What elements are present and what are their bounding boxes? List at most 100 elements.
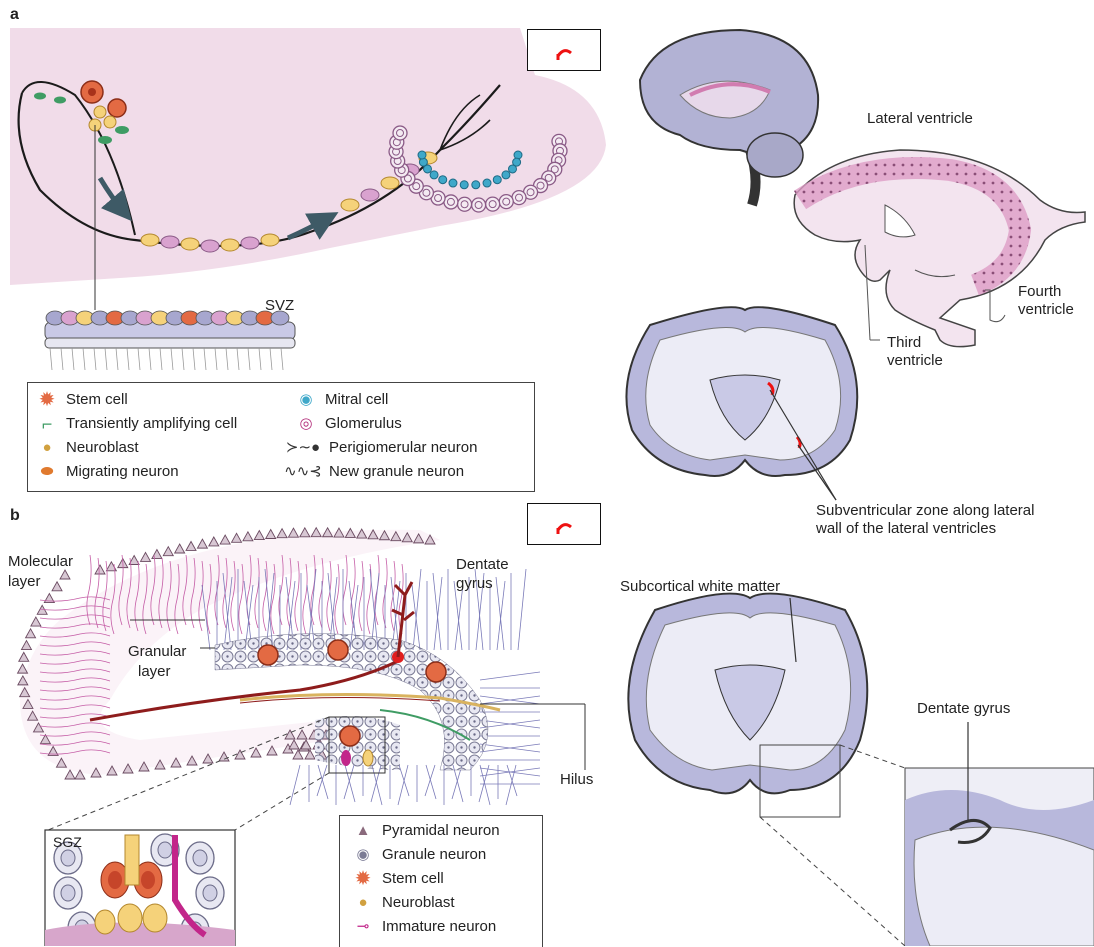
legend-amplifying-cell: ⌐Transiently amplifying cell [34, 415, 237, 433]
glomerulus [512, 191, 526, 205]
dentate-gyrus-diagram [18, 528, 585, 830]
pyramidal-neuron [152, 550, 162, 559]
mitral-cell [449, 179, 457, 187]
glomerulus [458, 197, 472, 211]
neuroblast-icon: ● [350, 894, 376, 912]
pyramidal-neuron [95, 565, 105, 574]
pyramidal-neuron [52, 582, 62, 591]
svz-label: SVZ [265, 297, 294, 314]
pyramidal-neuron [19, 652, 29, 661]
mitral-cell-icon: ◉ [293, 391, 319, 409]
fourth-ventricle-label-1: Fourth [1018, 283, 1061, 300]
legend-new-granule-neuron: ∿∿⊰New granule neuron [283, 463, 464, 481]
hilus-label: Hilus [560, 771, 593, 788]
legend-granule-neuron: ◉Granule neuron [350, 846, 486, 864]
glomerulus [499, 195, 513, 209]
pyramidal-neuron [232, 533, 242, 542]
red-arc-icon [528, 30, 600, 70]
panel-a-legend: ✹Stem cell ⌐Transiently amplifying cell … [27, 382, 535, 492]
subcortical-white-matter-label: Subcortical white matter [620, 578, 780, 595]
granule-neuron-icon: ∿∿⊰ [283, 463, 323, 481]
panel-a-letter: a [10, 6, 19, 24]
mitral-cell [439, 176, 447, 184]
legend-immature-neuron: ⊸Immature neuron [350, 918, 496, 936]
pyramidal-neuron [243, 532, 253, 541]
mitral-cell [509, 165, 517, 173]
legend-stem-cell-b: ✹Stem cell [350, 870, 444, 888]
mitral-cell [419, 158, 427, 166]
legend-stem-cell: ✹Stem cell [34, 391, 128, 409]
pyramidal-neuron [277, 529, 287, 538]
pyramidal-neuron [266, 530, 276, 539]
pyramidal-neuron [163, 547, 173, 556]
legend-migrating-neuron: ⬬Migrating neuron [34, 463, 179, 481]
immature-neuron-icon: ⊸ [350, 918, 376, 936]
dentate-gyrus-label-2: gyrus [456, 575, 493, 592]
granule-neuron [196, 877, 224, 909]
migrating-neuron-icon: ⬬ [34, 463, 60, 481]
legend-pyramidal-neuron: ▲Pyramidal neuron [350, 822, 500, 840]
pyramidal-neuron [311, 528, 321, 537]
pyramidal-neuron [18, 664, 28, 673]
red-arc-icon [528, 504, 600, 544]
pyramidal-neuron [186, 541, 196, 550]
pyramidal-neuron [254, 531, 264, 540]
legend-glomerulus: ◎Glomerulus [293, 415, 402, 433]
pyramidal-neuron-icon: ▲ [350, 822, 376, 840]
glomerulus [486, 197, 500, 211]
granular-layer-dendrites [202, 569, 540, 805]
granular-layer-label-2: layer [138, 663, 171, 680]
granule-neuron [54, 877, 82, 909]
coronal-section-bottom [628, 594, 905, 946]
molecular-layer-label-2: layer [8, 573, 41, 590]
molecular-layer-label-1: Molecular [8, 553, 73, 570]
dentate-gyrus-label-1: Dentate [456, 556, 509, 573]
pyramidal-neuron [175, 544, 185, 553]
mitral-cell [472, 181, 480, 189]
red-mark-badge [527, 29, 601, 71]
pyramidal-neuron [31, 617, 41, 626]
pyramidal-neuron [300, 528, 310, 537]
svz-caption-line-1: Subventricular zone along lateral [816, 502, 1034, 519]
mitral-cell [483, 179, 491, 187]
sagittal-brain [640, 30, 818, 205]
mitral-cell [460, 181, 468, 189]
pyramidal-neuron [209, 537, 219, 546]
mitral-cell [430, 171, 438, 179]
pyramidal-neuron [60, 570, 70, 579]
glomerulus [393, 126, 407, 140]
granule-neuron-icon: ◉ [350, 846, 376, 864]
amplifying-cell-icon: ⌐ [34, 415, 60, 433]
dentate-gyrus-right-label: Dentate gyrus [917, 700, 1010, 717]
dentate-gyrus-zoom [905, 722, 1094, 946]
lateral-ventricle-label: Lateral ventricle [867, 110, 973, 127]
mitral-cell [514, 151, 522, 159]
mitral-cell [418, 151, 426, 159]
mitral-cell [502, 171, 510, 179]
third-ventricle-label-2: ventricle [887, 352, 943, 369]
svz-caption-line-2: wall of the lateral ventricles [816, 520, 996, 537]
legend-periglomerular-neuron: ≻∼●Perigiomerular neuron [283, 439, 477, 457]
glomerulus [444, 195, 458, 209]
granular-layer-label-1: Granular [128, 643, 186, 660]
coronal-section-top [626, 307, 857, 500]
pyramidal-neuron [288, 528, 298, 537]
legend-mitral-cell: ◉Mitral cell [293, 391, 388, 409]
fourth-ventricle-label-2: ventricle [1018, 301, 1074, 318]
pyramidal-neuron [141, 552, 151, 561]
pyramidal-neuron [26, 629, 36, 638]
red-mark-badge-b [527, 503, 601, 545]
periglomerular-neuron-icon: ≻∼● [283, 439, 323, 457]
pyramidal-neuron [220, 535, 230, 544]
pyramidal-neuron [65, 770, 75, 779]
legend-neuroblast: ●Neuroblast [34, 439, 139, 457]
panel-b-legend: ▲Pyramidal neuron ◉Granule neuron ✹Stem … [339, 815, 543, 947]
stem-cell-icon: ✹ [350, 870, 376, 888]
glomerulus-icon: ◎ [293, 415, 319, 433]
third-ventricle-label-1: Third [887, 334, 921, 351]
glomerulus [472, 198, 486, 212]
granule-neuron [186, 842, 214, 874]
sgz-label: SGZ [53, 834, 82, 851]
pyramidal-neuron [197, 539, 207, 548]
rms-panel [10, 28, 606, 285]
